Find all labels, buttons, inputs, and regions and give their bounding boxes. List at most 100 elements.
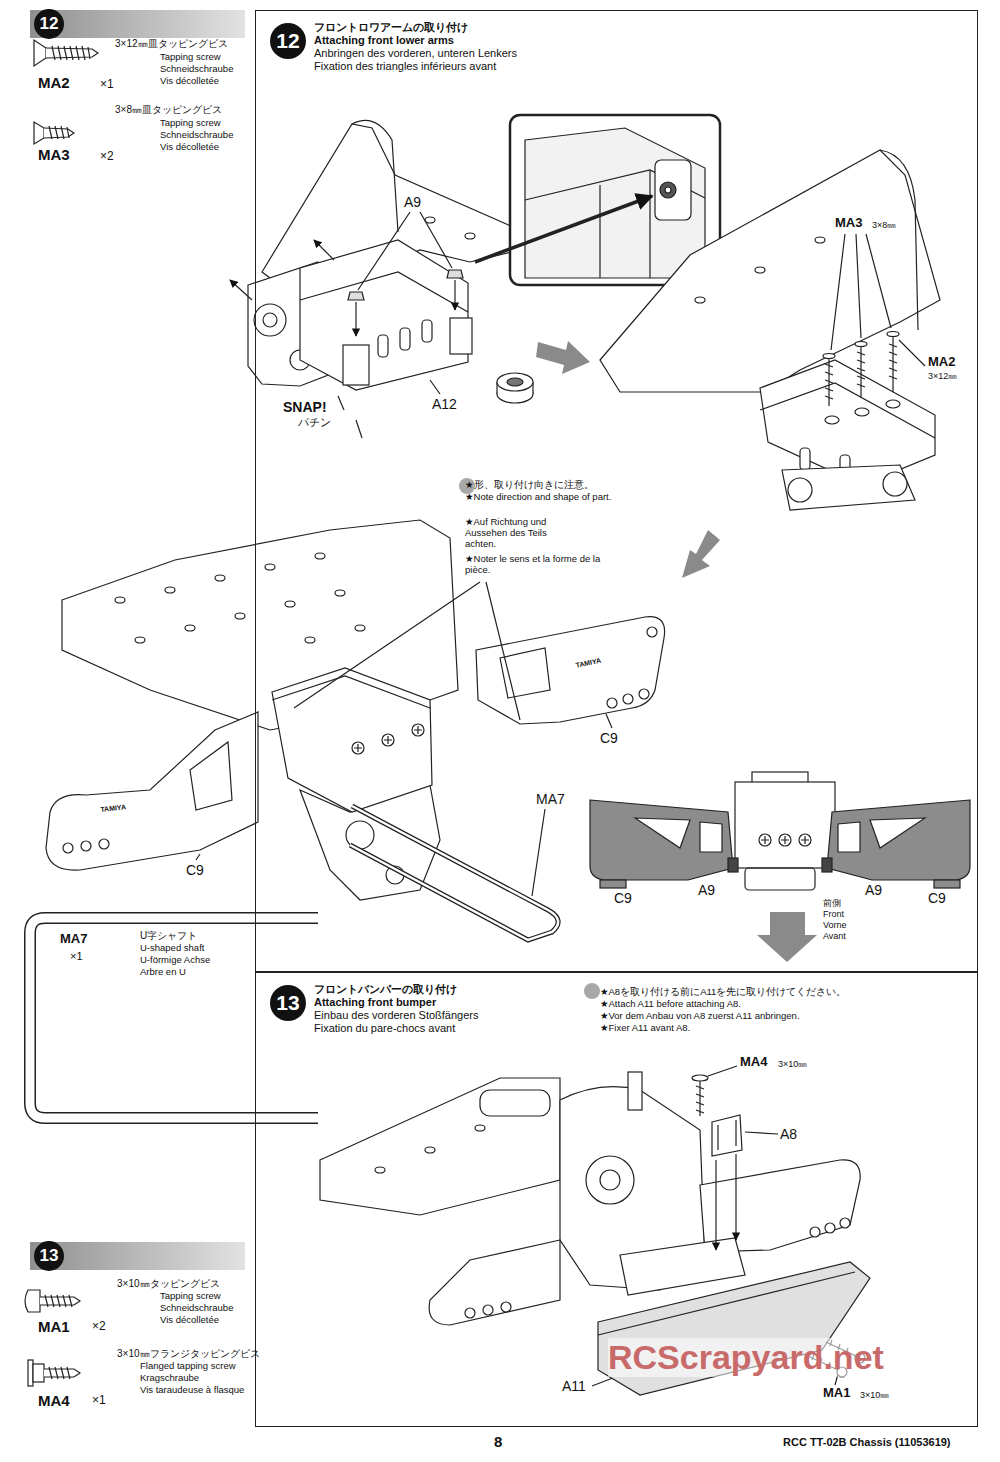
chassis-drawing bbox=[355, 302, 356, 336]
step-band: 12 bbox=[30, 10, 245, 38]
chassis-drawing bbox=[320, 1078, 560, 1215]
chassis-drawing bbox=[800, 448, 810, 470]
chassis-drawing bbox=[63, 843, 73, 853]
direction-label: Avant bbox=[823, 931, 846, 941]
screw-symbol bbox=[49, 1367, 70, 1379]
watermark: RCScrapyard.net bbox=[608, 1338, 884, 1377]
note-text: ★Attach A11 before attaching A8. bbox=[600, 999, 741, 1010]
front-view-drawing bbox=[590, 772, 970, 890]
chassis-drawing bbox=[300, 272, 468, 312]
chassis-drawing bbox=[607, 698, 617, 708]
screw-symbol bbox=[49, 126, 69, 139]
part-description: U-förmige Achse bbox=[140, 955, 210, 966]
u-shaft-drawing bbox=[30, 918, 318, 1118]
step-band: 13 bbox=[30, 1242, 245, 1270]
chassis-drawing bbox=[639, 689, 649, 699]
front-view-drawing bbox=[635, 818, 722, 852]
chassis-drawing bbox=[628, 1072, 642, 1110]
screw-description: Kragschraube bbox=[140, 1373, 199, 1384]
chassis-drawing bbox=[647, 627, 657, 637]
screw-description: Vis taraudeuse à flasque bbox=[140, 1385, 244, 1396]
chassis-drawing bbox=[815, 237, 825, 243]
note-text: ★Vor dem Anbau von A8 zuerst A11 anbring… bbox=[600, 1011, 800, 1022]
front-view-drawing bbox=[728, 858, 738, 872]
detail-inset bbox=[660, 182, 676, 198]
chassis-drawing bbox=[285, 601, 295, 607]
direction-label: 前側 bbox=[823, 898, 841, 908]
chassis-drawing bbox=[352, 120, 398, 232]
direction-label: Front bbox=[823, 909, 844, 919]
step-title-line: Anbringen des vorderen, unteren Lenkers bbox=[314, 47, 517, 60]
screw-description: Vis décolletée bbox=[160, 1315, 219, 1326]
detail-inset bbox=[525, 128, 705, 278]
chassis-drawing bbox=[600, 150, 940, 510]
part-code: MA2 bbox=[928, 355, 955, 370]
part-code: C9 bbox=[928, 890, 946, 906]
part-code: MA1 bbox=[823, 1386, 850, 1401]
part-description: ×1 bbox=[70, 950, 83, 963]
step-circle: 12 bbox=[270, 23, 306, 59]
chassis-drawing bbox=[782, 465, 915, 510]
chassis-drawing bbox=[692, 1075, 708, 1081]
step-title: フロントバンパーの取り付けAttaching front bumperEinba… bbox=[314, 983, 479, 1035]
screw-symbol bbox=[25, 40, 98, 1386]
screw-symbol bbox=[45, 1295, 72, 1307]
chassis-drawing bbox=[254, 304, 286, 336]
chassis-drawing bbox=[695, 297, 705, 303]
part-code: C9 bbox=[600, 730, 618, 746]
chassis-drawing bbox=[454, 280, 455, 310]
detail-inset bbox=[475, 115, 720, 285]
chassis-drawing bbox=[883, 472, 907, 496]
part-description: U-shaped shaft bbox=[140, 943, 204, 954]
front-view-drawing bbox=[838, 818, 925, 852]
front-view-drawing bbox=[590, 800, 733, 880]
part-code: MA3 bbox=[38, 146, 70, 163]
chassis-drawing bbox=[886, 400, 900, 408]
chassis-drawing bbox=[620, 1238, 745, 1295]
screw-description: Schneidschraube bbox=[160, 64, 233, 75]
chassis-drawing bbox=[465, 233, 475, 239]
step-title-line: Einbau des vorderen Stoßfängers bbox=[314, 1009, 479, 1022]
screw-description: Flanged tapping screw bbox=[140, 1361, 236, 1372]
chassis-drawing bbox=[335, 590, 345, 596]
chassis-drawing bbox=[700, 1160, 860, 1252]
detail-inset bbox=[475, 196, 652, 262]
u-shaft-drawing bbox=[30, 918, 318, 1118]
page-number: 8 bbox=[494, 1433, 502, 1450]
screw-symbol bbox=[44, 128, 74, 138]
chassis-drawing bbox=[350, 806, 558, 940]
step-arrow bbox=[682, 530, 720, 578]
step-arrow bbox=[757, 912, 817, 962]
chassis-drawing bbox=[475, 1125, 485, 1131]
part-code: A9 bbox=[865, 882, 882, 898]
screw-symbol bbox=[28, 1360, 33, 1386]
part-code: A9 bbox=[698, 882, 715, 898]
step-panel: フロントロワアームの取り付けAttaching front lower arms… bbox=[255, 10, 978, 972]
chassis-drawing bbox=[400, 328, 410, 350]
screw-symbol bbox=[52, 46, 90, 60]
chassis-drawing bbox=[840, 1218, 850, 1228]
chassis-drawing bbox=[263, 313, 277, 327]
part-code: MA3 bbox=[835, 216, 862, 231]
chassis-drawing bbox=[598, 1272, 855, 1335]
chassis-drawing bbox=[623, 694, 633, 704]
chassis-drawing bbox=[230, 280, 252, 300]
chassis-drawing bbox=[889, 336, 897, 392]
chassis-drawing bbox=[115, 597, 125, 603]
note-text: ★形、取り付け向きに注意。 bbox=[465, 480, 594, 491]
chassis-drawing bbox=[712, 1115, 742, 1156]
step-title: フロントロワアームの取り付けAttaching front lower arms… bbox=[314, 21, 517, 73]
part-code: MA7 bbox=[536, 791, 565, 807]
chassis-drawing bbox=[755, 267, 765, 273]
step-title-line: Attaching front lower arms bbox=[314, 34, 517, 47]
chassis-drawing bbox=[315, 553, 325, 559]
chassis-drawing bbox=[305, 637, 315, 643]
step-circle: 13 bbox=[270, 985, 306, 1021]
part-code: MA7 bbox=[60, 932, 87, 947]
chassis-drawing bbox=[450, 318, 472, 354]
chassis-drawing bbox=[887, 332, 899, 337]
step-title-line: Fixation des triangles inférieurs avant bbox=[314, 60, 517, 73]
step-number: 13 bbox=[276, 991, 299, 1015]
chassis-drawing bbox=[480, 1090, 550, 1116]
